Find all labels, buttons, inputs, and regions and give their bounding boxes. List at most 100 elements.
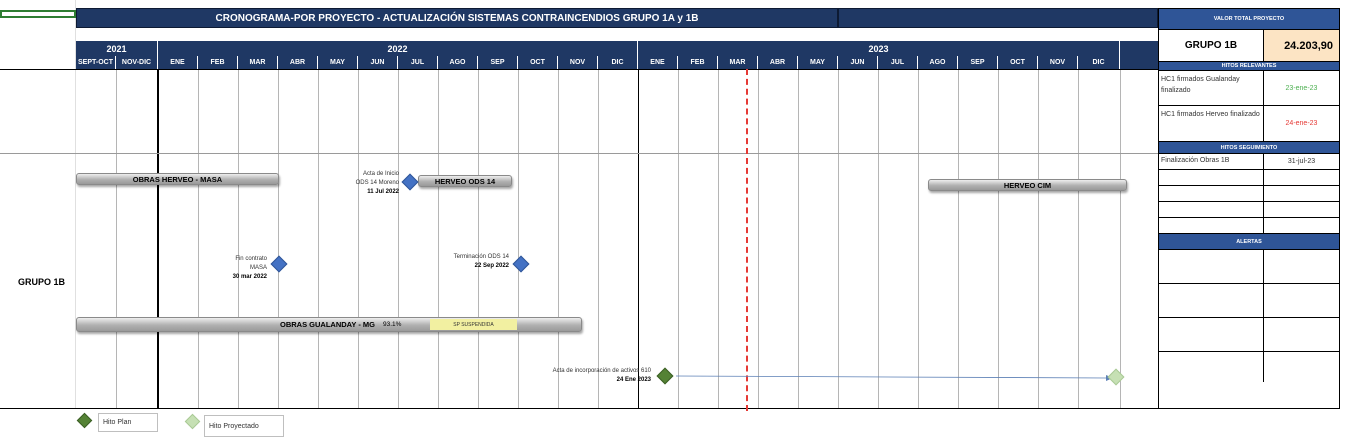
milestone-projection-arrow [676, 375, 1113, 381]
month-oct-2023: OCT [998, 56, 1038, 69]
alerta-row [1159, 284, 1339, 318]
valor-total-grupo: GRUPO 1B [1184, 40, 1238, 51]
month-sep-2022: SEP [478, 56, 518, 69]
alerta-row [1159, 318, 1339, 352]
grid-line [718, 69, 719, 408]
terminacion-date: 22 Sep 2022 [474, 263, 509, 269]
month-may-2023: MAY [798, 56, 838, 69]
valor-total-amount: 24.203,90 [1263, 30, 1339, 61]
month-jun-2023: JUN [838, 56, 878, 69]
month-mar-2023: MAR [718, 56, 758, 69]
grid-line [358, 69, 359, 408]
month-mar-2022: MAR [238, 56, 278, 69]
acta-incorporacion-date: 24 Ene 2023 [616, 377, 651, 383]
milestone-label-fin-contrato: Fin contrato MASA 30 mar 2022 [186, 255, 267, 282]
alerta-row [1159, 250, 1339, 284]
fin-contrato-line1: Fin contrato [235, 256, 267, 262]
selected-cell[interactable] [0, 10, 76, 18]
grid-line [558, 69, 559, 408]
grid-line [238, 69, 239, 408]
grid-line [998, 69, 999, 408]
grid-line [598, 69, 599, 408]
month-ene-2023: ENE [638, 56, 678, 69]
grid-line [198, 69, 199, 408]
year-row-end [1120, 41, 1158, 69]
month-nov-2022: NOV [558, 56, 598, 69]
month-sept-oct-2021: SEPT-OCT [76, 56, 116, 69]
month-dic-2023: DIC [1078, 56, 1120, 69]
group-label: GRUPO 1B [18, 277, 66, 287]
month-sep-2023: SEP [958, 56, 998, 69]
bar-obras-gualanday-label: OBRAS GUALANDAY - MG [280, 320, 376, 329]
hitos-relevantes-header: HITOS RELEVANTES [1159, 62, 1339, 71]
grid-line [1120, 69, 1121, 408]
grid-line [278, 69, 279, 408]
grid-line [678, 69, 679, 408]
milestone-acta-incorporacion-plan-diamond[interactable] [656, 367, 674, 385]
hito-relevante-date: 24-ene-23 [1263, 106, 1339, 141]
legend-plan-icon [76, 412, 93, 429]
fin-contrato-line2: MASA [249, 265, 267, 271]
page-title: CRONOGRAMA-POR PROYECTO - ACTUALIZACIÓN … [76, 8, 838, 28]
hito-relevante-label: HC1 firmados Herveo finalizado [1161, 111, 1260, 118]
hito-seguimiento-label: Finalización Obras 1B [1161, 157, 1230, 164]
hitos-seguimiento-header: HITOS SEGUIMIENTO [1159, 142, 1339, 154]
hito-seguimiento-empty-row [1159, 202, 1339, 218]
bar-herveo-cim[interactable]: HERVEO CIM [928, 179, 1127, 191]
acta-inicio-date: 11 Jul 2022 [367, 189, 399, 195]
month-ago-2022: AGO [438, 56, 478, 69]
bar-herveo-ods14[interactable]: HERVEO ODS 14 [418, 175, 512, 187]
row-divider [0, 408, 1158, 409]
grid-line [398, 69, 399, 408]
milestone-fin-contrato-diamond[interactable] [270, 255, 288, 273]
grid-line [438, 69, 439, 408]
grid-line [798, 69, 799, 408]
month-abr-2022: ABR [278, 56, 318, 69]
hito-seguimiento-date: 31-jul-23 [1263, 154, 1339, 169]
grid-line [878, 69, 879, 408]
year-2021: 2021 [76, 41, 158, 56]
grid-line [918, 69, 919, 408]
hito-seguimiento-empty-row [1159, 170, 1339, 186]
year-2023: 2023 [638, 41, 1120, 56]
alerta-row [1159, 352, 1339, 382]
month-jul-2023: JUL [878, 56, 918, 69]
grid-line [1038, 69, 1039, 408]
milestone-label-acta-incorporacion: Acta de incorporación de activos 610 24 … [500, 367, 651, 385]
month-feb-2023: FEB [678, 56, 718, 69]
month-ago-2023: AGO [918, 56, 958, 69]
milestone-label-terminacion: Terminación ODS 14 22 Sep 2022 [420, 253, 509, 271]
hito-relevante-date: 23-ene-23 [1263, 71, 1339, 105]
month-feb-2022: FEB [198, 56, 238, 69]
month-dic-2022: DIC [598, 56, 638, 69]
row-divider [0, 153, 1158, 154]
grid-line [1078, 69, 1079, 408]
hito-relevante-row: HC1 firmados Gualanday finalizado 23-ene… [1159, 71, 1339, 106]
alertas-header: ALERTAS [1159, 234, 1339, 250]
valor-total-header: VALOR TOTAL PROYECTO [1159, 9, 1339, 29]
milestone-acta-inicio-diamond[interactable] [401, 173, 419, 191]
legend-plan-label: Hito Plan [98, 413, 158, 432]
acta-incorporacion-line1: Acta de incorporación de activos 610 [552, 368, 651, 374]
grid-line [478, 69, 479, 408]
month-jun-2022: JUN [358, 56, 398, 69]
today-line [746, 69, 748, 411]
acta-inicio-line2: ODS 14 Moreno [355, 180, 399, 186]
fin-contrato-date: 30 mar 2022 [232, 274, 267, 280]
row-divider [0, 69, 1158, 70]
hito-seguimiento-empty-row [1159, 186, 1339, 202]
month-abr-2023: ABR [758, 56, 798, 69]
month-may-2022: MAY [318, 56, 358, 69]
month-nov-dic-2021: NOV-DIC [116, 56, 158, 69]
hito-relevante-row: HC1 firmados Herveo finalizado 24-ene-23 [1159, 106, 1339, 142]
title-bar-extension [838, 8, 1158, 28]
bar-obras-herveo-masa[interactable]: OBRAS HERVEO - MASA [76, 173, 279, 185]
hito-relevante-label: HC1 firmados Gualanday finalizado [1161, 76, 1240, 94]
grid-line [116, 69, 117, 408]
valor-total-row: GRUPO 1B 24.203,90 [1159, 29, 1339, 62]
legend-projected-label: Hito Proyectado [204, 415, 284, 437]
milestone-terminacion-diamond[interactable] [512, 255, 530, 273]
project-summary-panel: VALOR TOTAL PROYECTO GRUPO 1B 24.203,90 … [1158, 8, 1340, 409]
legend-projected-icon [184, 413, 201, 430]
grid-line [758, 69, 759, 408]
